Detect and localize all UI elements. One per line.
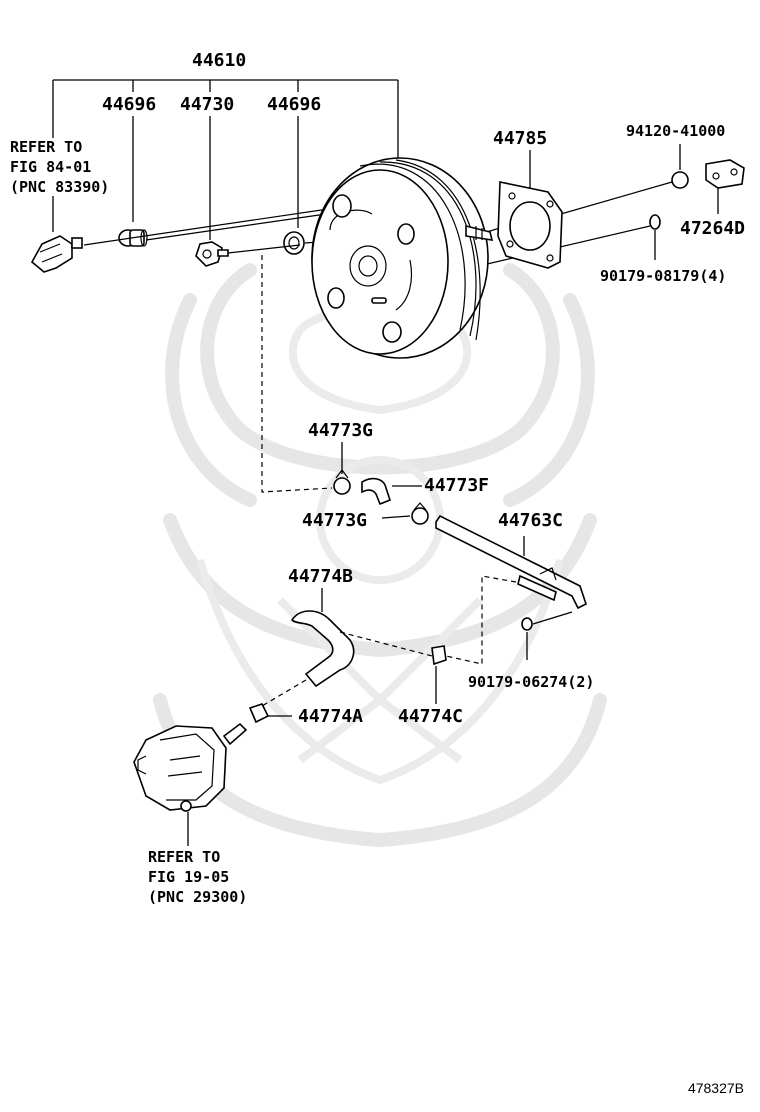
figure-code: 478327B <box>687 1080 744 1096</box>
label-44773F: 44773F <box>424 475 489 496</box>
label-44773G-lower: 44773G <box>302 510 367 531</box>
brake-booster-part <box>311 157 494 359</box>
nut-top-part <box>671 144 689 189</box>
label-90179-08179: 90179-08179(4) <box>600 267 726 285</box>
clamp-a-part <box>248 703 292 724</box>
clip-lower-leader <box>381 515 411 519</box>
label-44774A: 44774A <box>298 706 363 727</box>
hose-lower-part <box>290 588 355 688</box>
assembly-leader <box>52 79 399 240</box>
clamp-c-part <box>431 645 447 704</box>
grommet-left-part <box>118 229 148 247</box>
label-94120-41000: 94120-41000 <box>626 122 725 140</box>
refer-top-line1: REFER TO <box>10 138 82 156</box>
bracket-part <box>705 159 745 214</box>
refer-top-line2: FIG 84-01 <box>10 158 91 176</box>
vacuum-sensor-part <box>30 235 83 273</box>
gasket-part <box>497 150 563 269</box>
nut-four-part <box>649 214 661 260</box>
label-44610: 44610 <box>192 50 246 71</box>
refer-top-line3: (PNC 83390) <box>10 178 109 196</box>
hose-lower-dashed <box>339 631 433 657</box>
label-90179-06274: 90179-06274(2) <box>468 673 594 691</box>
label-44774C: 44774C <box>398 706 463 727</box>
label-44696-right: 44696 <box>267 94 321 115</box>
refer-bottom-line2: FIG 19-05 <box>148 868 229 886</box>
refer-bottom-line1: REFER TO <box>148 848 220 866</box>
check-valve-part <box>195 241 229 267</box>
clip-lower-part <box>411 502 429 525</box>
vacuum-pump-part <box>133 722 248 846</box>
label-44696-left: 44696 <box>102 94 156 115</box>
hose-upper-part <box>361 477 391 506</box>
label-44730: 44730 <box>180 94 234 115</box>
label-44763C: 44763C <box>498 510 563 531</box>
grommet-right-part <box>283 231 305 255</box>
label-44785: 44785 <box>493 128 547 149</box>
label-47264D: 47264D <box>680 218 745 239</box>
tube-part <box>435 514 587 610</box>
refer-bottom-line3: (PNC 29300) <box>148 888 247 906</box>
nut-two-part <box>521 611 573 660</box>
label-44773G-upper: 44773G <box>308 420 373 441</box>
clip-upper-part <box>333 442 351 495</box>
label-44774B: 44774B <box>288 566 353 587</box>
